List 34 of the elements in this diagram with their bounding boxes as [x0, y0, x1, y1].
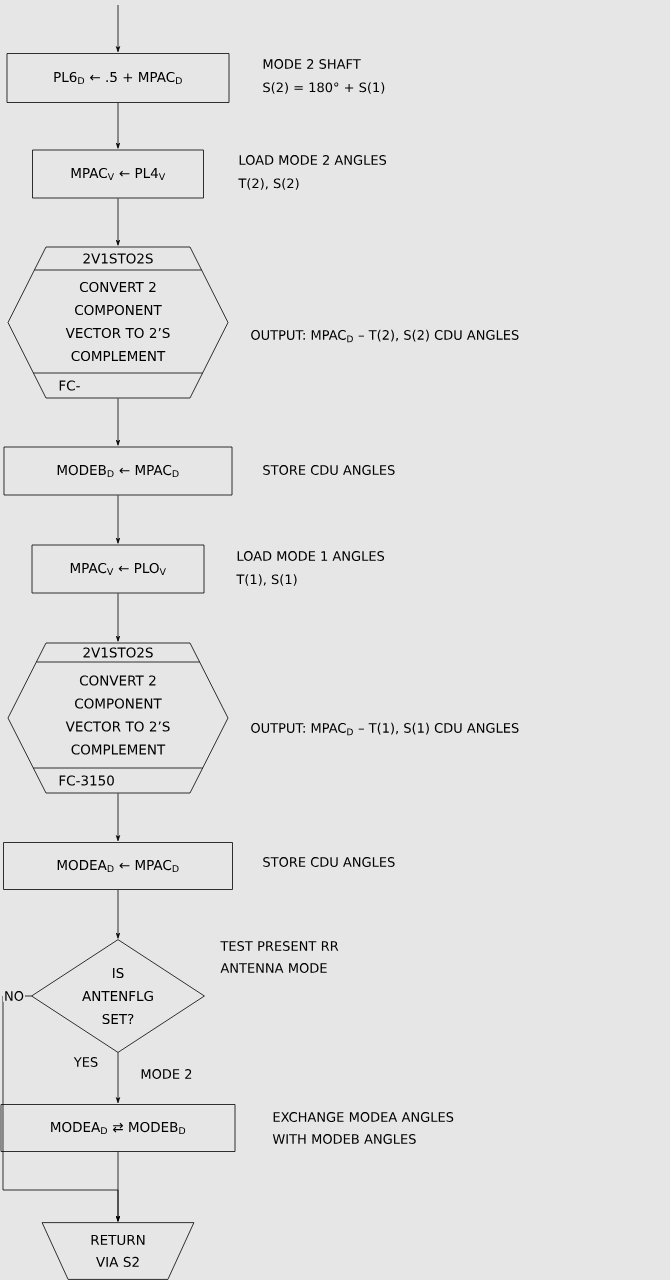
- annotation-text: S(2) = 180° + S(1): [263, 82, 385, 94]
- process-box: PL6$_{D}$ ← .5 + MPAC$_{D}$: [6, 53, 230, 103]
- branch-label: MODE 2: [141, 1069, 192, 1079]
- edge-label: YES: [72, 1056, 100, 1068]
- annotation-text: STORE CDU ANGLES: [263, 857, 395, 867]
- arrow: [115, 593, 121, 642]
- arrow: [2, 995, 121, 1222]
- process-box: MODEA$_{D}$ ⇄ MODEB$_{D}$: [0, 1104, 236, 1152]
- annotation-text: MODE 2 SHAFT: [263, 59, 361, 69]
- annotation-text: T(2), S(2): [238, 178, 299, 190]
- arrow: [115, 4, 121, 53]
- annotation-text: LOAD MODE 1 ANGLES: [237, 551, 385, 561]
- arrow: [115, 398, 121, 446]
- process-box: MODEA$_{D}$ ← MPAC$_{D}$: [3, 842, 233, 890]
- arrow: [115, 495, 121, 544]
- arrow: [115, 793, 121, 842]
- process-box: MPAC$_{V}$ ← PL4$_{V}$: [32, 149, 204, 199]
- subroutine-hexagon: 2V1STO2S CONVERT 2 COMPONENT VECTOR TO 2’S COMPLEMENT FC-: [7, 246, 229, 399]
- annotation-text: OUTPUT: MPAC$_{D}$ – T(2), S(2) CDU ANGLES: [251, 329, 519, 343]
- arrow: [115, 889, 121, 939]
- process-box: MPAC$_{V}$ ← PLO$_{V}$: [31, 544, 205, 594]
- annotation-text: OUTPUT: MPAC$_{D}$ – T(1), S(1) CDU ANGLES: [251, 722, 519, 736]
- arrow: [115, 1052, 121, 1104]
- annotation-text: TEST PRESENT RR ANTENNA MODE: [220, 941, 339, 973]
- annotation-text: STORE CDU ANGLES: [263, 465, 395, 475]
- annotation-text: EXCHANGE MODEA ANGLES WITH MODEB ANGLES: [272, 1112, 454, 1144]
- annotation-text: LOAD MODE 2 ANGLES: [239, 155, 387, 165]
- process-box: MODEB$_{D}$ ← MPAC$_{D}$: [3, 446, 233, 496]
- edge-label: NO: [3, 990, 25, 1002]
- annotation-text: T(1), S(1): [236, 574, 297, 586]
- arrow: [115, 102, 121, 149]
- arrow: [115, 198, 121, 246]
- subroutine-hexagon: 2V1STO2S CONVERT 2 COMPONENT VECTOR TO 2’S COMPLEMENT FC-3150: [7, 642, 229, 794]
- terminal-trapezoid: RETURN VIA S2: [41, 1222, 195, 1280]
